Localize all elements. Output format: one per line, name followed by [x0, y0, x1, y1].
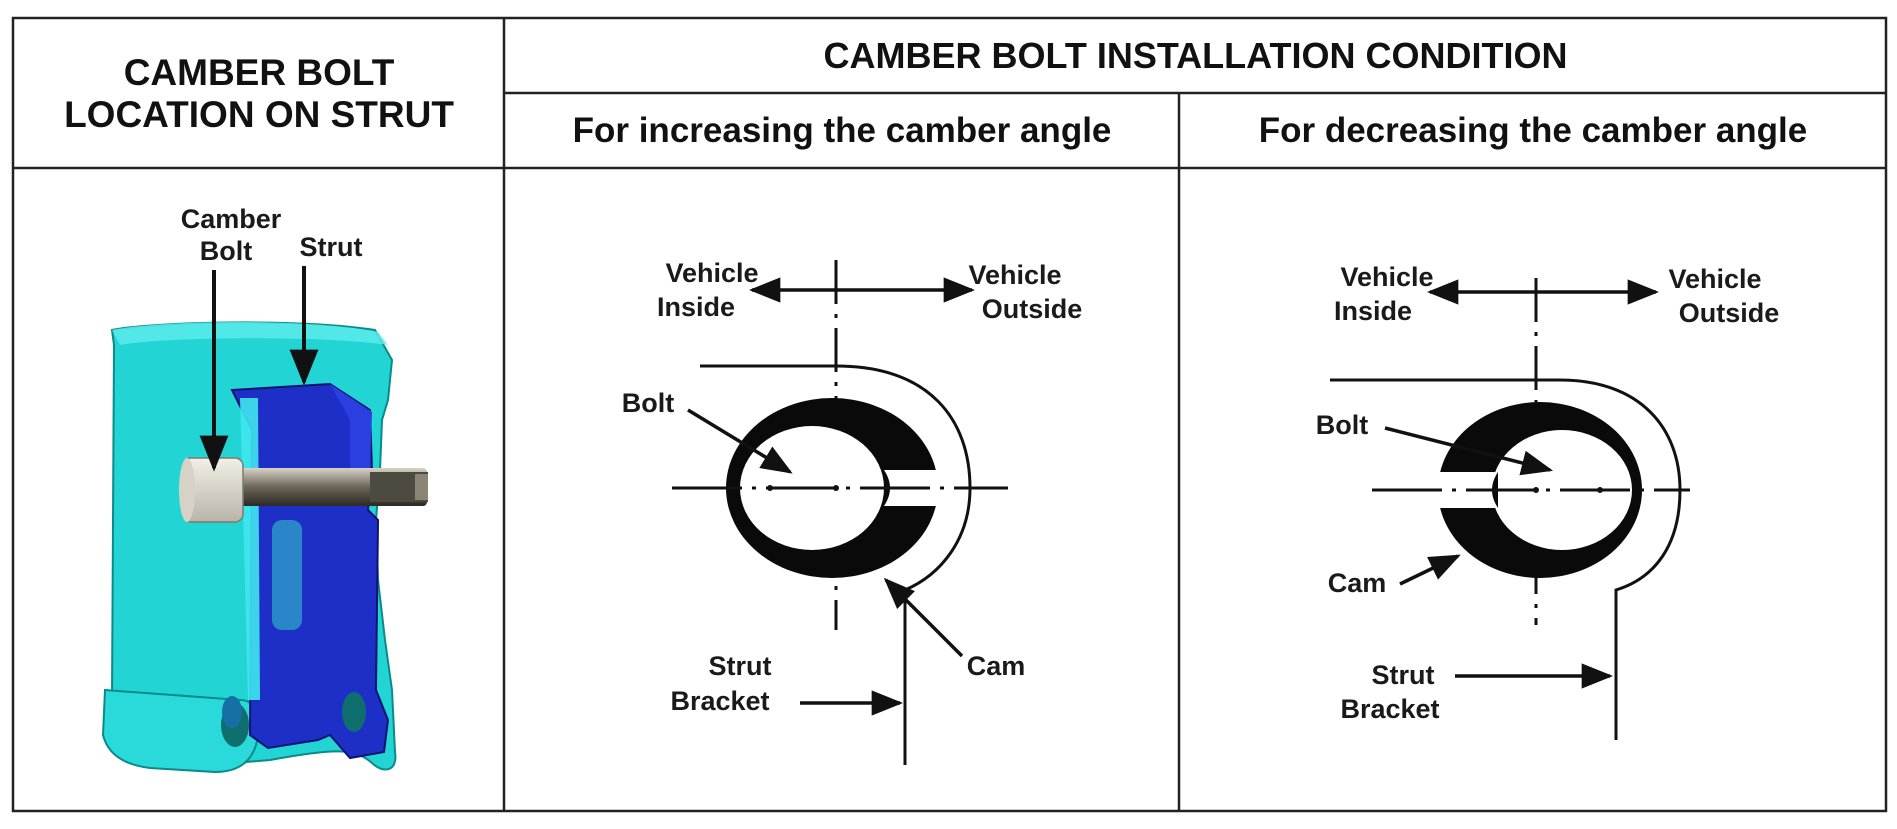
col3-header: For decreasing the camber angle [1180, 94, 1886, 168]
dec-bolt-arrow [1384, 426, 1554, 476]
group-header: CAMBER BOLT INSTALLATION CONDITION [505, 19, 1886, 93]
dec-strut-bracket-2: Bracket [1340, 694, 1439, 724]
col1-header-line2: LOCATION ON STRUT [64, 93, 454, 135]
col2-header: For increasing the camber angle [505, 94, 1179, 168]
strut-bracket-outline [700, 364, 972, 765]
inc-strut-bracket-1: Strut [709, 651, 772, 681]
dec-vehicle-outside-2: Outside [1679, 298, 1780, 328]
inc-strut-bracket-2: Bracket [670, 686, 769, 716]
strut-label: Strut [300, 232, 363, 262]
inc-vehicle-outside-2: Outside [982, 294, 1083, 324]
inc-cam-label: Cam [967, 651, 1026, 681]
dec-vehicle-inside-2: Inside [1334, 296, 1412, 326]
col1-header: CAMBER BOLT LOCATION ON STRUT [14, 19, 504, 168]
col1-header-line1: CAMBER BOLT [123, 51, 395, 93]
dec-bolt-label: Bolt [1316, 410, 1368, 440]
col2-header-text: For increasing the camber angle [572, 111, 1112, 150]
inc-vehicle-outside-1: Vehicle [968, 260, 1061, 290]
col3-header-text: For decreasing the camber angle [1258, 111, 1808, 150]
inc-cam-arrow [883, 577, 964, 658]
inc-vehicle-inside-1: Vehicle [665, 258, 758, 288]
dec-cam-arrow [1399, 554, 1461, 586]
inc-vehicle-inside-2: Inside [657, 292, 735, 322]
dec-strut-bracket-outline [1330, 378, 1682, 740]
inc-bolt-arrow [687, 408, 793, 474]
dec-vehicle-outside-1: Vehicle [1668, 264, 1761, 294]
camber-bolt-label-line2: Bolt [200, 236, 252, 266]
dec-vehicle-inside-1: Vehicle [1340, 262, 1433, 292]
dec-strut-bracket-1: Strut [1372, 660, 1435, 690]
camber-bolt-label-line1: Camber [181, 204, 282, 234]
dec-cam-label: Cam [1328, 568, 1387, 598]
group-header-text: CAMBER BOLT INSTALLATION CONDITION [823, 35, 1568, 76]
inc-bolt-label: Bolt [622, 388, 674, 418]
